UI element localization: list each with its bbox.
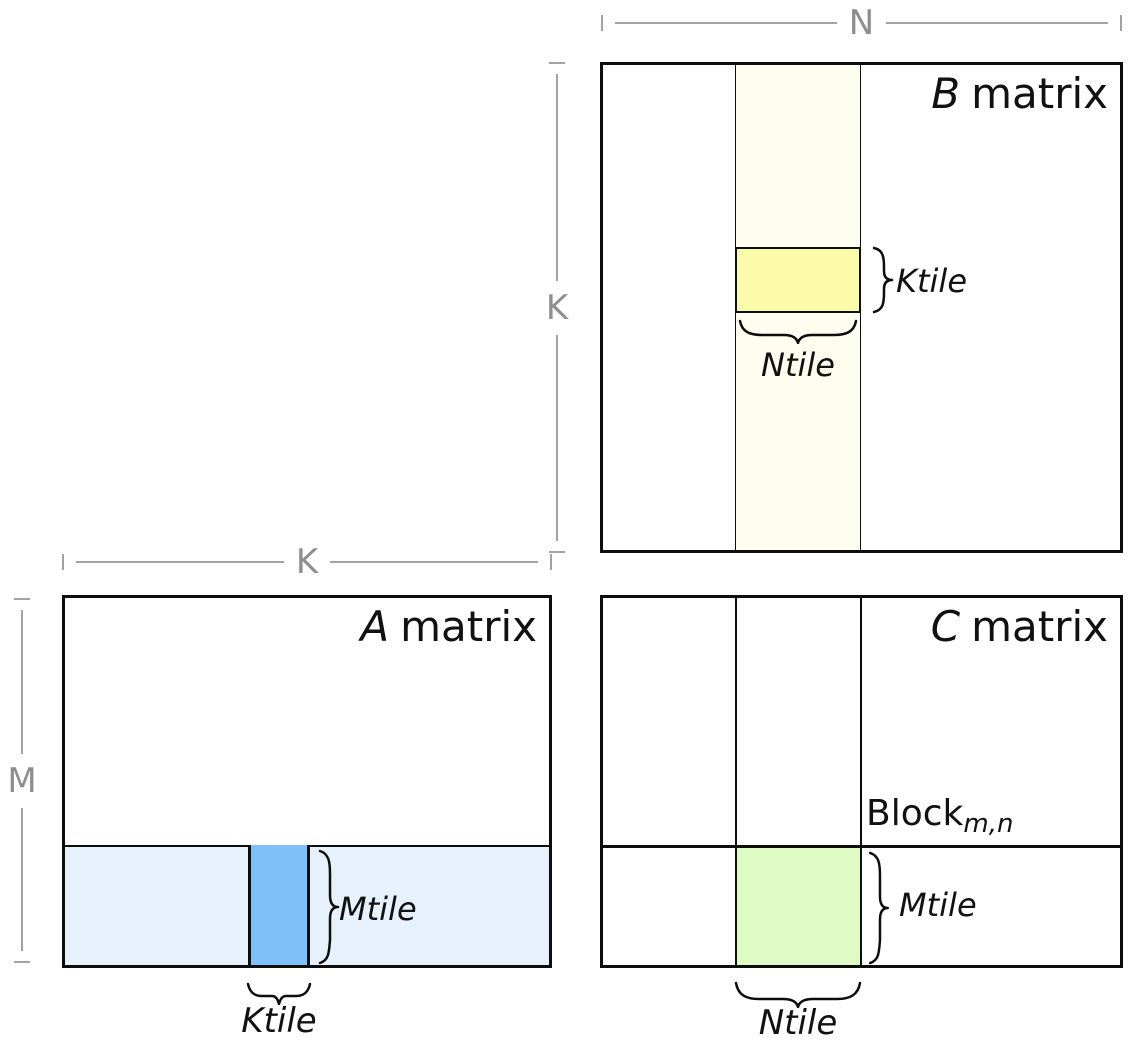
mtile-brace-icon [868,851,890,965]
dimension-n-measure: N [601,6,1122,40]
measure-line [21,610,23,754]
dimension-m-label: M [7,760,37,801]
a-mtile-label: Mtile [339,890,417,928]
ntile-underbrace-icon [734,981,862,1008]
a-matrix-word: matrix [400,602,537,651]
measure-line [556,334,558,541]
dimension-k-label-b: K [545,287,569,328]
ktile-brace-icon [872,246,894,314]
c-ntile-bottom-label: Ntile [758,1003,838,1043]
measure-line [21,807,23,951]
c-block-word: Block [866,793,964,834]
c-block-subscript: m,n [963,809,1014,839]
measure-tick [550,554,553,570]
a-ktile-bottom-label: Ktile [241,1001,317,1041]
measure-line [330,561,539,563]
c-column-line [735,598,737,965]
measure-line [886,22,1108,24]
b-ktile-label: Ktile [896,262,967,300]
measure-tick [549,551,565,553]
measure-tick [62,554,64,570]
b-ntile-label: Ntile [761,346,835,384]
c-block-tile [735,845,861,965]
mtile-brace-icon [318,849,340,965]
measure-tick [549,62,565,64]
measure-line [76,561,284,563]
b-matrix-word: matrix [971,69,1108,118]
ntile-underbrace-icon [738,319,858,344]
measure-tick [601,15,603,31]
measure-tick [1120,15,1122,31]
c-block-label: Blockm,n [866,792,1013,846]
c-matrix-letter: C [930,602,961,651]
measure-line [556,74,558,281]
c-row-line [603,845,1120,848]
dimension-k-label-a: K [295,542,319,582]
measure-tick [14,598,30,600]
measure-tick [14,961,30,963]
a-matrix-letter: A [360,602,390,651]
ktile-underbrace-icon [246,982,312,1005]
dimension-k-measure-b: K [545,62,569,553]
c-mtile-label: Mtile [899,886,977,924]
a-ktile-tile [248,845,310,965]
dimension-k-measure-a: K [62,545,553,579]
measure-line [615,22,837,24]
dimension-n-label: N [848,3,875,43]
c-matrix-word: matrix [971,602,1108,651]
c-column-line [860,598,862,965]
b-matrix-letter: B [931,69,961,118]
dimension-m-measure: M [7,598,37,963]
b-ktile-tile [735,247,861,313]
